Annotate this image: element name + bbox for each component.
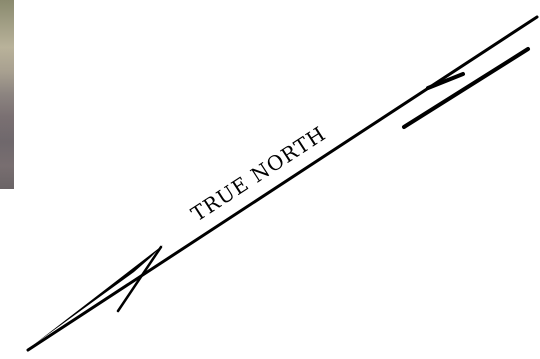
north-arrow-barb-filled: [32, 245, 163, 346]
north-arrow-shaft: [28, 17, 537, 350]
north-arrow-barb-line: [118, 247, 161, 311]
true-north-label: TRUE NORTH: [187, 121, 331, 226]
north-arrow-feather-lower: [404, 49, 528, 127]
